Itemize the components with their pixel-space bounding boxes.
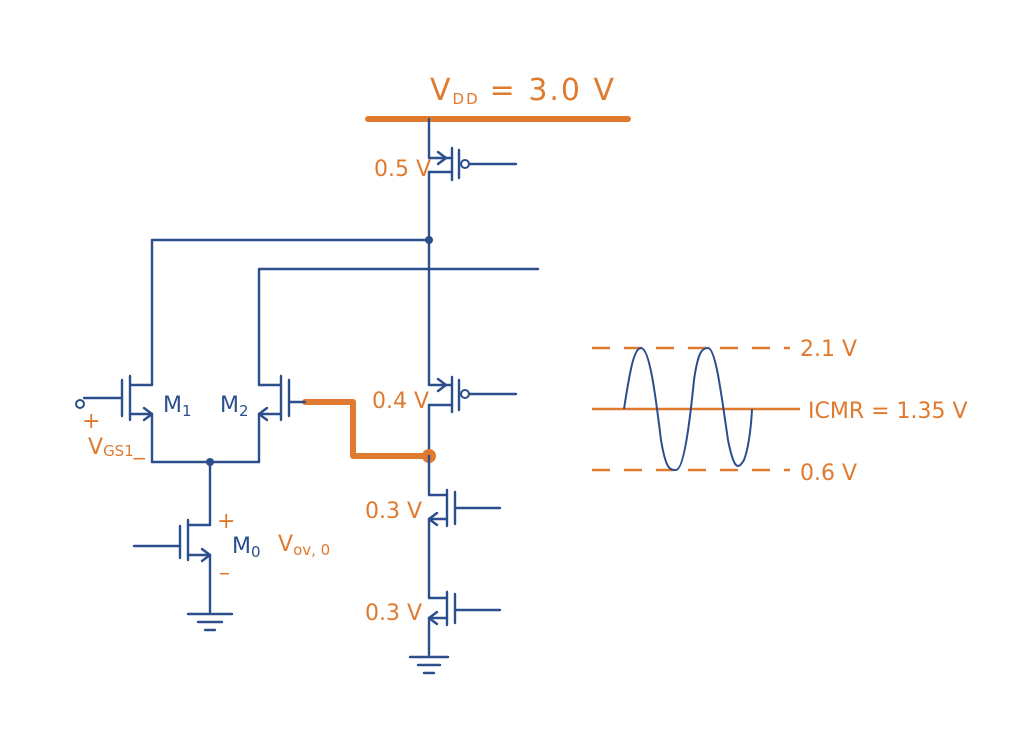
- lower-nmos-transistor: [427, 590, 502, 657]
- middle-pmos-gate-voltage: 0.4 V: [372, 389, 429, 414]
- m2-label: M2: [220, 393, 249, 420]
- upper-nmos-transistor: [427, 454, 502, 600]
- ground-symbol-left: [186, 612, 234, 632]
- m1-label: M1: [163, 393, 192, 420]
- m1-transistor: [75, 374, 154, 464]
- ground-symbol-right: [408, 655, 450, 675]
- top-pmos-transistor: [427, 117, 518, 242]
- upper-nmos-gate-voltage: 0.3 V: [365, 499, 422, 524]
- highlighted-node-path: [302, 399, 432, 459]
- vov-plus: +: [217, 509, 235, 534]
- lower-limit-label: 0.6 V: [800, 461, 857, 486]
- middle-pmos-transistor: [427, 375, 518, 458]
- vov-minus: –: [219, 561, 230, 586]
- lower-nmos-gate-voltage: 0.3 V: [365, 601, 422, 626]
- vgs1-plus: +: [82, 409, 100, 434]
- input-sine-wave: [623, 346, 753, 472]
- m2-drain-wire: [257, 267, 540, 387]
- vov-label: Vov, 0: [278, 532, 330, 559]
- m2-transistor: [257, 374, 291, 464]
- vdd-label: VDD= 3.0 V: [430, 73, 616, 108]
- icmr-label: ICMR = 1.35 V: [808, 399, 968, 424]
- upper-limit-label: 2.1 V: [800, 337, 857, 362]
- m0-transistor: [132, 518, 212, 614]
- m1-drain-wire: [150, 238, 431, 387]
- m0-label: M0: [232, 534, 261, 561]
- top-pmos-gate-voltage: 0.5 V: [374, 157, 431, 182]
- vgs1-label: VGS1_: [88, 435, 146, 460]
